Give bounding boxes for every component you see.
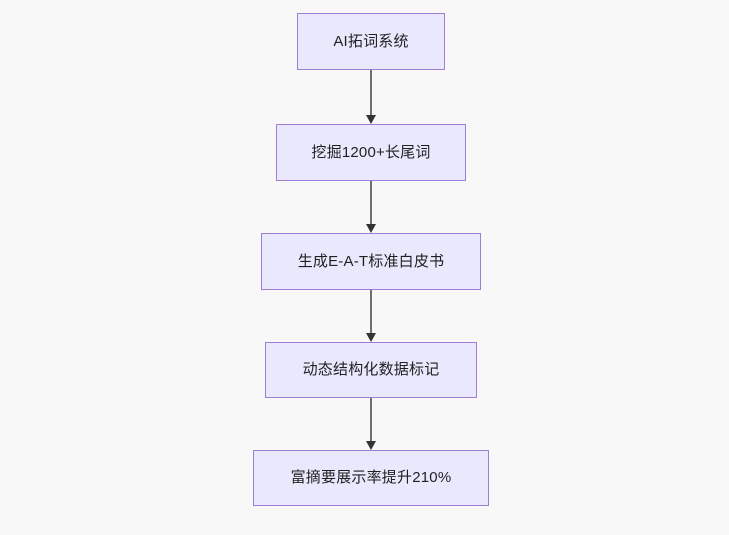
edge-line [370, 181, 372, 226]
arrowhead-icon [366, 115, 376, 124]
flow-node-label: 挖掘1200+长尾词 [311, 143, 431, 161]
flow-node-ai-keyword-system[interactable]: AI拓词系统 [297, 13, 445, 70]
edge-line [370, 290, 372, 335]
flow-node-dynamic-structured-data-markup[interactable]: 动态结构化数据标记 [265, 342, 477, 398]
arrowhead-icon [366, 333, 376, 342]
edge-line [370, 398, 372, 443]
flow-node-label: 动态结构化数据标记 [302, 361, 440, 378]
flow-node-rich-snippet-rate-increase[interactable]: 富摘要展示率提升210% [253, 450, 489, 506]
flow-node-mine-longtail-keywords[interactable]: 挖掘1200+长尾词 [276, 124, 466, 181]
flow-node-generate-eat-whitepaper[interactable]: 生成E-A-T标准白皮书 [261, 233, 481, 290]
arrowhead-icon [366, 224, 376, 233]
flow-node-label: 生成E-A-T标准白皮书 [297, 252, 445, 270]
edge-line [370, 70, 372, 117]
flow-node-label: 富摘要展示率提升210% [290, 469, 452, 486]
arrowhead-icon [366, 441, 376, 450]
flow-node-label: AI拓词系统 [333, 32, 409, 50]
